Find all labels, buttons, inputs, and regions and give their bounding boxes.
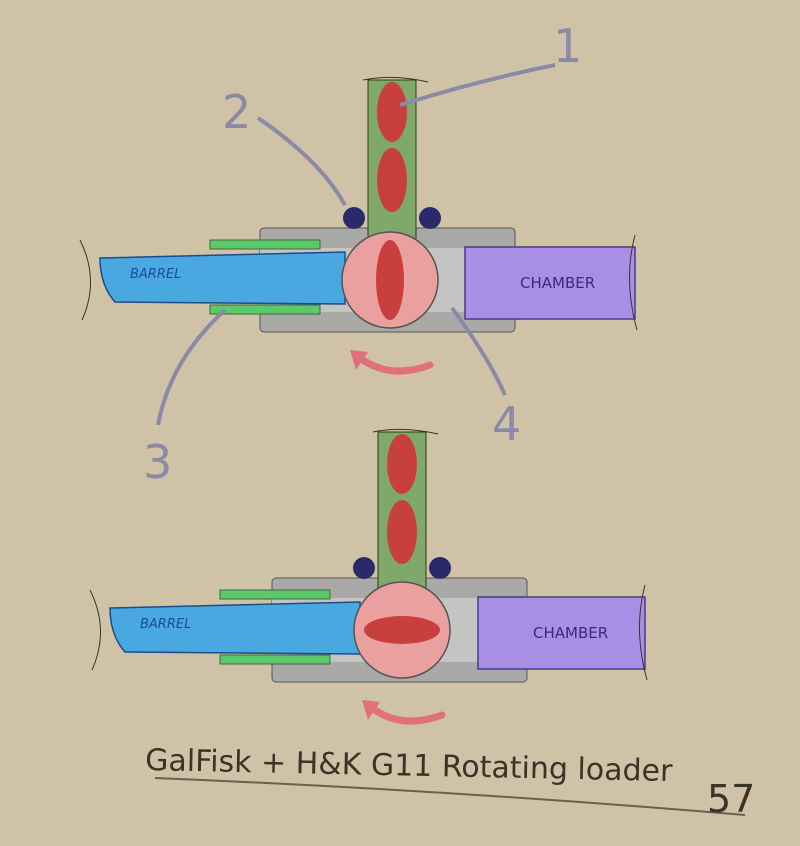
barrel	[109, 601, 361, 655]
leader-line-1	[399, 63, 556, 107]
rotor-cartridge	[364, 616, 440, 644]
chamber-break-line	[629, 234, 638, 331]
rotation-arrow	[368, 704, 446, 725]
callout-1: 1	[553, 19, 582, 73]
chamber-break-line	[639, 584, 648, 681]
rotor-cartridge	[376, 240, 404, 320]
rotation-arrowhead	[362, 700, 380, 720]
leader-line-2	[256, 116, 347, 206]
chamber	[464, 246, 636, 320]
callout-4: 4	[492, 397, 521, 451]
cartridge	[387, 434, 417, 494]
barrel	[99, 251, 346, 305]
cartridge	[387, 500, 417, 564]
page-number: 57	[707, 777, 755, 821]
strip-bottom	[219, 654, 331, 665]
callout-3: 3	[143, 435, 172, 489]
caption: GalFisk + H&K G11 Rotating loader 57	[145, 743, 756, 821]
leader-line-3	[156, 308, 227, 426]
chamber-label: CHAMBER	[533, 624, 608, 642]
cartridge	[377, 82, 407, 142]
caption-title: GalFisk + H&K G11 Rotating loader	[145, 743, 674, 789]
top-assembly: BARREL CHAMBER	[79, 76, 638, 375]
chamber	[477, 596, 646, 670]
knob-right	[419, 207, 441, 229]
knob-right	[429, 557, 451, 579]
barrel-break-line	[79, 239, 91, 321]
callout-2: 2	[222, 85, 251, 139]
callouts: 1 2 3 4	[143, 19, 582, 489]
strip-bottom	[209, 304, 321, 315]
knob-left	[353, 557, 375, 579]
chamber-label: CHAMBER	[520, 274, 595, 292]
rotation-arrow	[356, 354, 434, 375]
tube-break-line	[362, 76, 429, 83]
bottom-assembly: BARREL CHAMBER	[89, 428, 648, 725]
barrel-break-line	[89, 589, 101, 671]
strip-top	[219, 589, 331, 600]
caption-underline	[154, 777, 746, 816]
barrel-label: BARREL	[140, 617, 191, 632]
knob-left	[343, 207, 365, 229]
cartridge	[377, 148, 407, 212]
rotation-arrowhead	[350, 350, 368, 370]
tube-break-line	[372, 428, 439, 435]
leader-line-4	[450, 306, 507, 396]
barrel-label: BARREL	[130, 267, 181, 282]
strip-top	[209, 239, 321, 250]
